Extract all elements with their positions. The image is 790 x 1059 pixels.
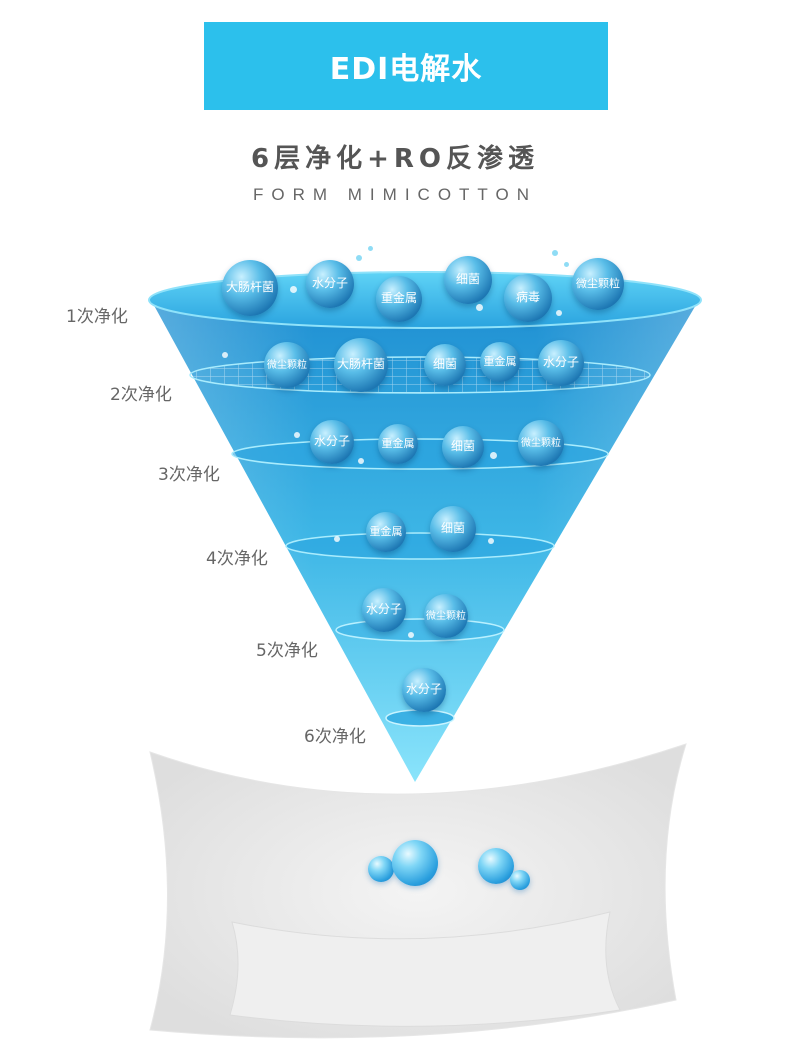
particle-bubble: 水分子 — [362, 588, 406, 632]
floating-dot — [358, 458, 364, 464]
particle-bubble: 细菌 — [442, 426, 484, 468]
particle-bubble: 水分子 — [306, 260, 354, 308]
floating-dot — [408, 632, 414, 638]
stage-label-1: 1次净化 — [66, 302, 128, 327]
floating-dot — [488, 538, 494, 544]
particle-bubble: 细菌 — [430, 506, 476, 552]
particle-bubble: 细菌 — [444, 256, 492, 304]
floating-dot — [222, 352, 228, 358]
particle-bubble: 微尘颗粒 — [572, 258, 624, 310]
stage-label-3: 3次净化 — [158, 460, 220, 485]
particle-bubble: 水分子 — [402, 668, 446, 712]
particle-bubble: 水分子 — [310, 420, 354, 464]
particle-bubble: 大肠杆菌 — [222, 260, 278, 316]
stage-label-2: 2次净化 — [110, 380, 172, 405]
particle-bubble: 水分子 — [538, 340, 584, 386]
water-droplet-icon — [392, 840, 438, 886]
particle-bubble: 微尘颗粒 — [264, 342, 310, 388]
floating-dot — [490, 452, 497, 459]
floating-dot — [334, 536, 340, 542]
particle-bubble: 大肠杆菌 — [334, 338, 388, 392]
particle-bubble: 重金属 — [376, 276, 422, 322]
floating-dot — [294, 432, 300, 438]
floating-dot — [290, 286, 297, 293]
water-droplet-icon — [368, 856, 394, 882]
stage-label-6: 6次净化 — [304, 722, 366, 747]
floating-dot — [564, 262, 569, 267]
stage-label-4: 4次净化 — [206, 544, 268, 569]
particle-bubble: 微尘颗粒 — [518, 420, 564, 466]
floating-dot — [368, 246, 373, 251]
floating-dot — [552, 250, 558, 256]
floating-dot — [556, 310, 562, 316]
stage-label-5: 5次净化 — [256, 636, 318, 661]
cotton-pad-icon — [150, 744, 686, 1038]
particle-bubble: 重金属 — [480, 342, 520, 382]
floating-dot — [356, 255, 362, 261]
water-droplet-icon — [510, 870, 530, 890]
particle-bubble: 重金属 — [366, 512, 406, 552]
floating-dot — [476, 304, 483, 311]
particle-bubble: 细菌 — [424, 344, 466, 386]
water-droplet-icon — [478, 848, 514, 884]
particle-bubble: 病毒 — [504, 274, 552, 322]
particle-bubble: 重金属 — [378, 424, 418, 464]
particle-bubble: 微尘颗粒 — [424, 594, 468, 638]
